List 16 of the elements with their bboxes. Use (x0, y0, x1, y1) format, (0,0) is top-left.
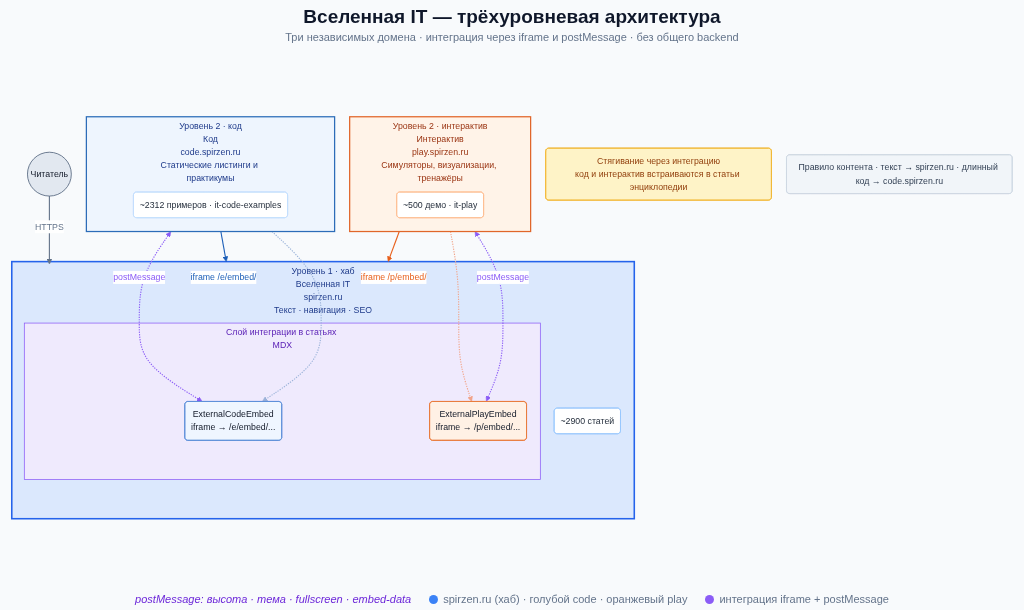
subtitle: Три независимых домена · интеграция через iframe и postMessage · без общего backend (285, 31, 739, 43)
arrow (387, 230, 400, 262)
edge-label: postMessage (113, 271, 166, 282)
edge-label: HTTPS (35, 221, 64, 232)
legend-text: интеграция iframe + postMessage (719, 593, 889, 605)
edge-label: iframe /e/embed/ (190, 271, 257, 282)
arrow (262, 230, 322, 402)
diagram-title: Вселенная IT — трёхуровневая архитектура (303, 6, 721, 28)
edge-label: postMessage (476, 271, 530, 282)
legend-text: spirzen.ru (хаб) · голубой code · оранжевый play (443, 593, 688, 605)
edge-label: iframe /p/embed/ (360, 271, 427, 282)
node-circle: Читатель (27, 151, 72, 197)
arrow (220, 230, 229, 262)
arrow (474, 231, 504, 402)
arrow (138, 231, 203, 402)
note-text: postMessage: высота · тема · fullscreen · embed-data (135, 593, 412, 605)
